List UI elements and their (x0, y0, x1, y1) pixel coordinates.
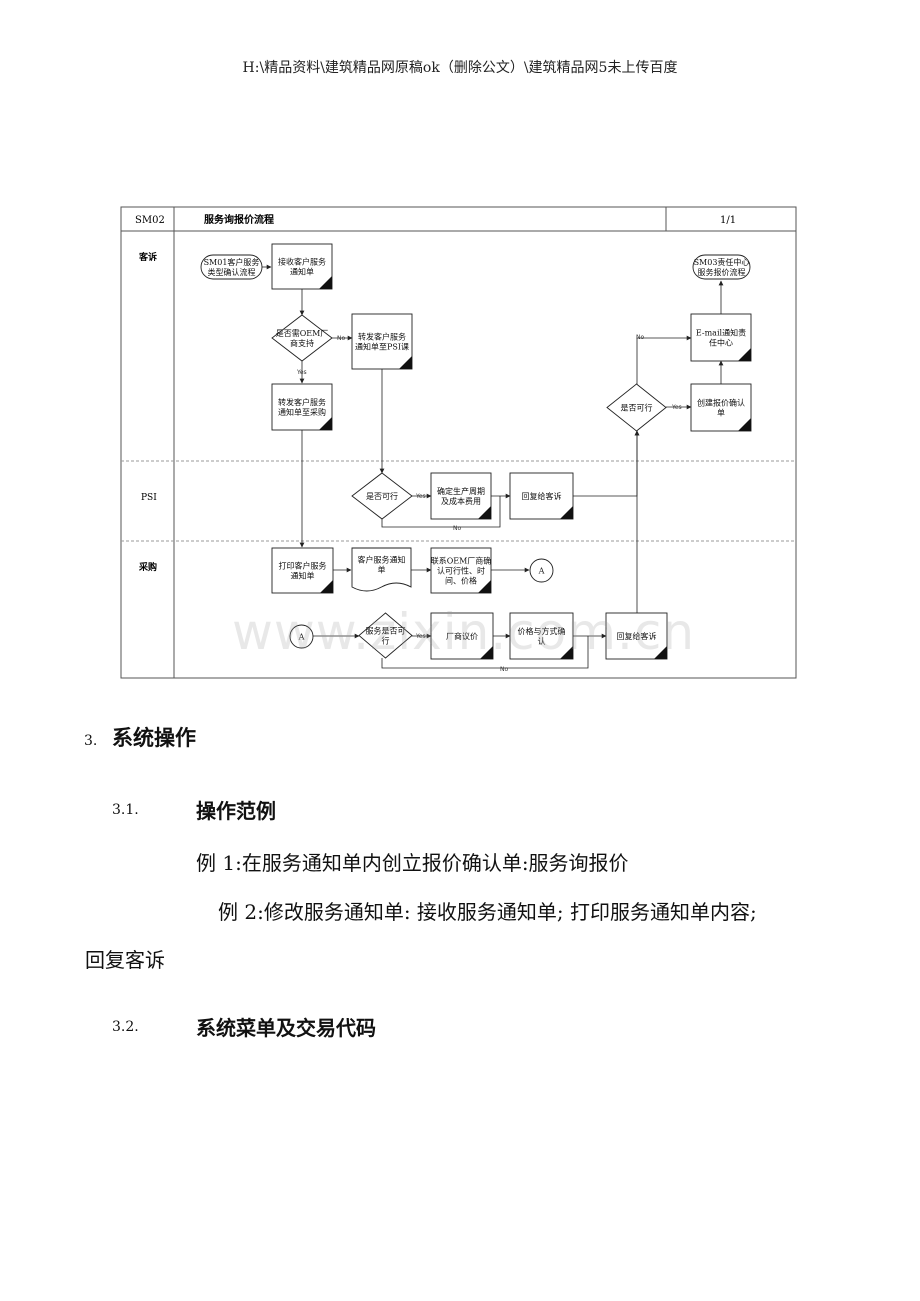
section-3-number: 3. (84, 733, 98, 749)
node-email-label: 任中心 (709, 337, 733, 347)
flowchart-code: SM02 (135, 215, 165, 226)
example-1: 例 1:在服务通知单内创立报价确认单:服务询报价 (196, 851, 629, 875)
section-3-2-title: 系统菜单及交易代码 (196, 1016, 376, 1040)
node-sm01-label: 类型确认流程 (208, 267, 256, 277)
edge-label-yes-4: Yes (415, 633, 426, 640)
node-print-label: 通知单 (291, 570, 315, 580)
flowchart-page: 1/1 (720, 215, 736, 226)
node-feasible-right: 是否可行 (606, 383, 667, 432)
node-service-feasible-label: 服务是否可 (366, 625, 406, 635)
section-3-title: 系统操作 (112, 725, 196, 750)
node-conn-a2: A (289, 624, 314, 649)
node-service-feasible-label: 行 (382, 635, 390, 645)
node-need-oem-label: 是否需OEM厂 (276, 329, 329, 338)
node-forward-purchase-label: 通知单至采购 (278, 407, 326, 417)
node-price-confirm-label: 认 (538, 636, 546, 646)
edge-label-no-1: No (337, 335, 345, 342)
node-forward-psi-label: 通知单至PSI课 (355, 341, 409, 351)
node-conn-a1-label: A (538, 566, 545, 575)
node-price-confirm-label: 价格与方式确 (518, 626, 566, 636)
edge-label-yes-2: Yes (671, 404, 682, 411)
node-psi-feasible-label: 是否可行 (366, 491, 398, 501)
section-3-1-number: 3.1. (112, 802, 139, 818)
node-contact-oem-label: 间、价格 (445, 575, 477, 585)
edge-label-no-4: No (500, 666, 508, 673)
node-create-quote-label: 创建报价确认 (697, 397, 745, 407)
node-cycle-cost-label: 及成本费用 (441, 496, 481, 506)
node-vendor-price-label: 厂商议价 (446, 631, 478, 641)
section-3-2-number: 3.2. (112, 1019, 139, 1035)
lane-label-complaint: 客诉 (138, 251, 157, 263)
node-forward-psi-label: 转发客户服务 (358, 331, 406, 341)
node-purchase-reply: 回复给客诉 (605, 612, 668, 660)
node-sm03-label: 服务报价流程 (698, 267, 746, 277)
node-create-quote-label: 单 (717, 407, 725, 417)
node-email-label: E-mail通知责 (696, 327, 746, 337)
lane-label-purchase: 采购 (138, 561, 157, 573)
section-3-1-title: 操作范例 (196, 799, 276, 823)
node-print-label: 打印客户服务 (279, 560, 327, 570)
node-feasible-right-label: 是否可行 (621, 402, 653, 412)
node-receive-label: 接收客户服务 (278, 256, 326, 266)
node-doc-label: 客户服务通知 (358, 554, 406, 564)
node-conn-a2-label: A (298, 632, 305, 641)
node-psi-reply-label: 回复给客诉 (522, 491, 562, 501)
node-psi-feasible: 是否可行 (351, 472, 413, 520)
node-sm01-label: SM01客户服务 (204, 257, 260, 267)
example-2-line-1: 例 2:修改服务通知单: 接收服务通知单; 打印服务通知单内容; (218, 900, 757, 924)
node-vendor-price: 厂商议价 (430, 612, 494, 660)
node-sm03-label: SM03责任中心 (694, 257, 750, 267)
flowchart: SM02 服务询报价流程 1/1 客诉 PSI 采购 No Yes Yes No… (120, 206, 797, 679)
edge-label-no-3: No (453, 525, 461, 532)
edge-label-yes-3: Yes (415, 493, 426, 500)
flowchart-title: 服务询报价流程 (204, 213, 274, 226)
node-psi-reply: 回复给客诉 (509, 472, 574, 520)
node-purchase-reply-label: 回复给客诉 (617, 631, 657, 641)
node-need-oem-label: 商支持 (290, 338, 314, 348)
node-contact-oem-label: 认可行性、时 (437, 565, 485, 575)
node-receive-label: 通知单 (290, 266, 314, 276)
flowchart-frame (120, 206, 797, 679)
node-cycle-cost-label: 确定生产周期 (437, 486, 485, 496)
lane-label-psi: PSI (141, 493, 157, 503)
document-header-path: H:\精品资料\建筑精品网原稿ok（删除公文）\建筑精品网5未上传百度 (242, 60, 678, 76)
node-conn-a1: A (529, 558, 554, 583)
section-3-heading: 3. 系统操作 (84, 722, 196, 752)
example-2-line-2: 回复客诉 (85, 948, 165, 972)
edge-label-no-2: No (636, 334, 644, 341)
edge-label-yes-1: Yes (296, 369, 307, 376)
node-forward-purchase-label: 转发客户服务 (278, 397, 326, 407)
node-doc-label: 单 (378, 564, 386, 574)
node-contact-oem-label: 联系OEM厂商确 (431, 555, 492, 565)
watermark: www.zixin.com.cn (232, 603, 696, 661)
